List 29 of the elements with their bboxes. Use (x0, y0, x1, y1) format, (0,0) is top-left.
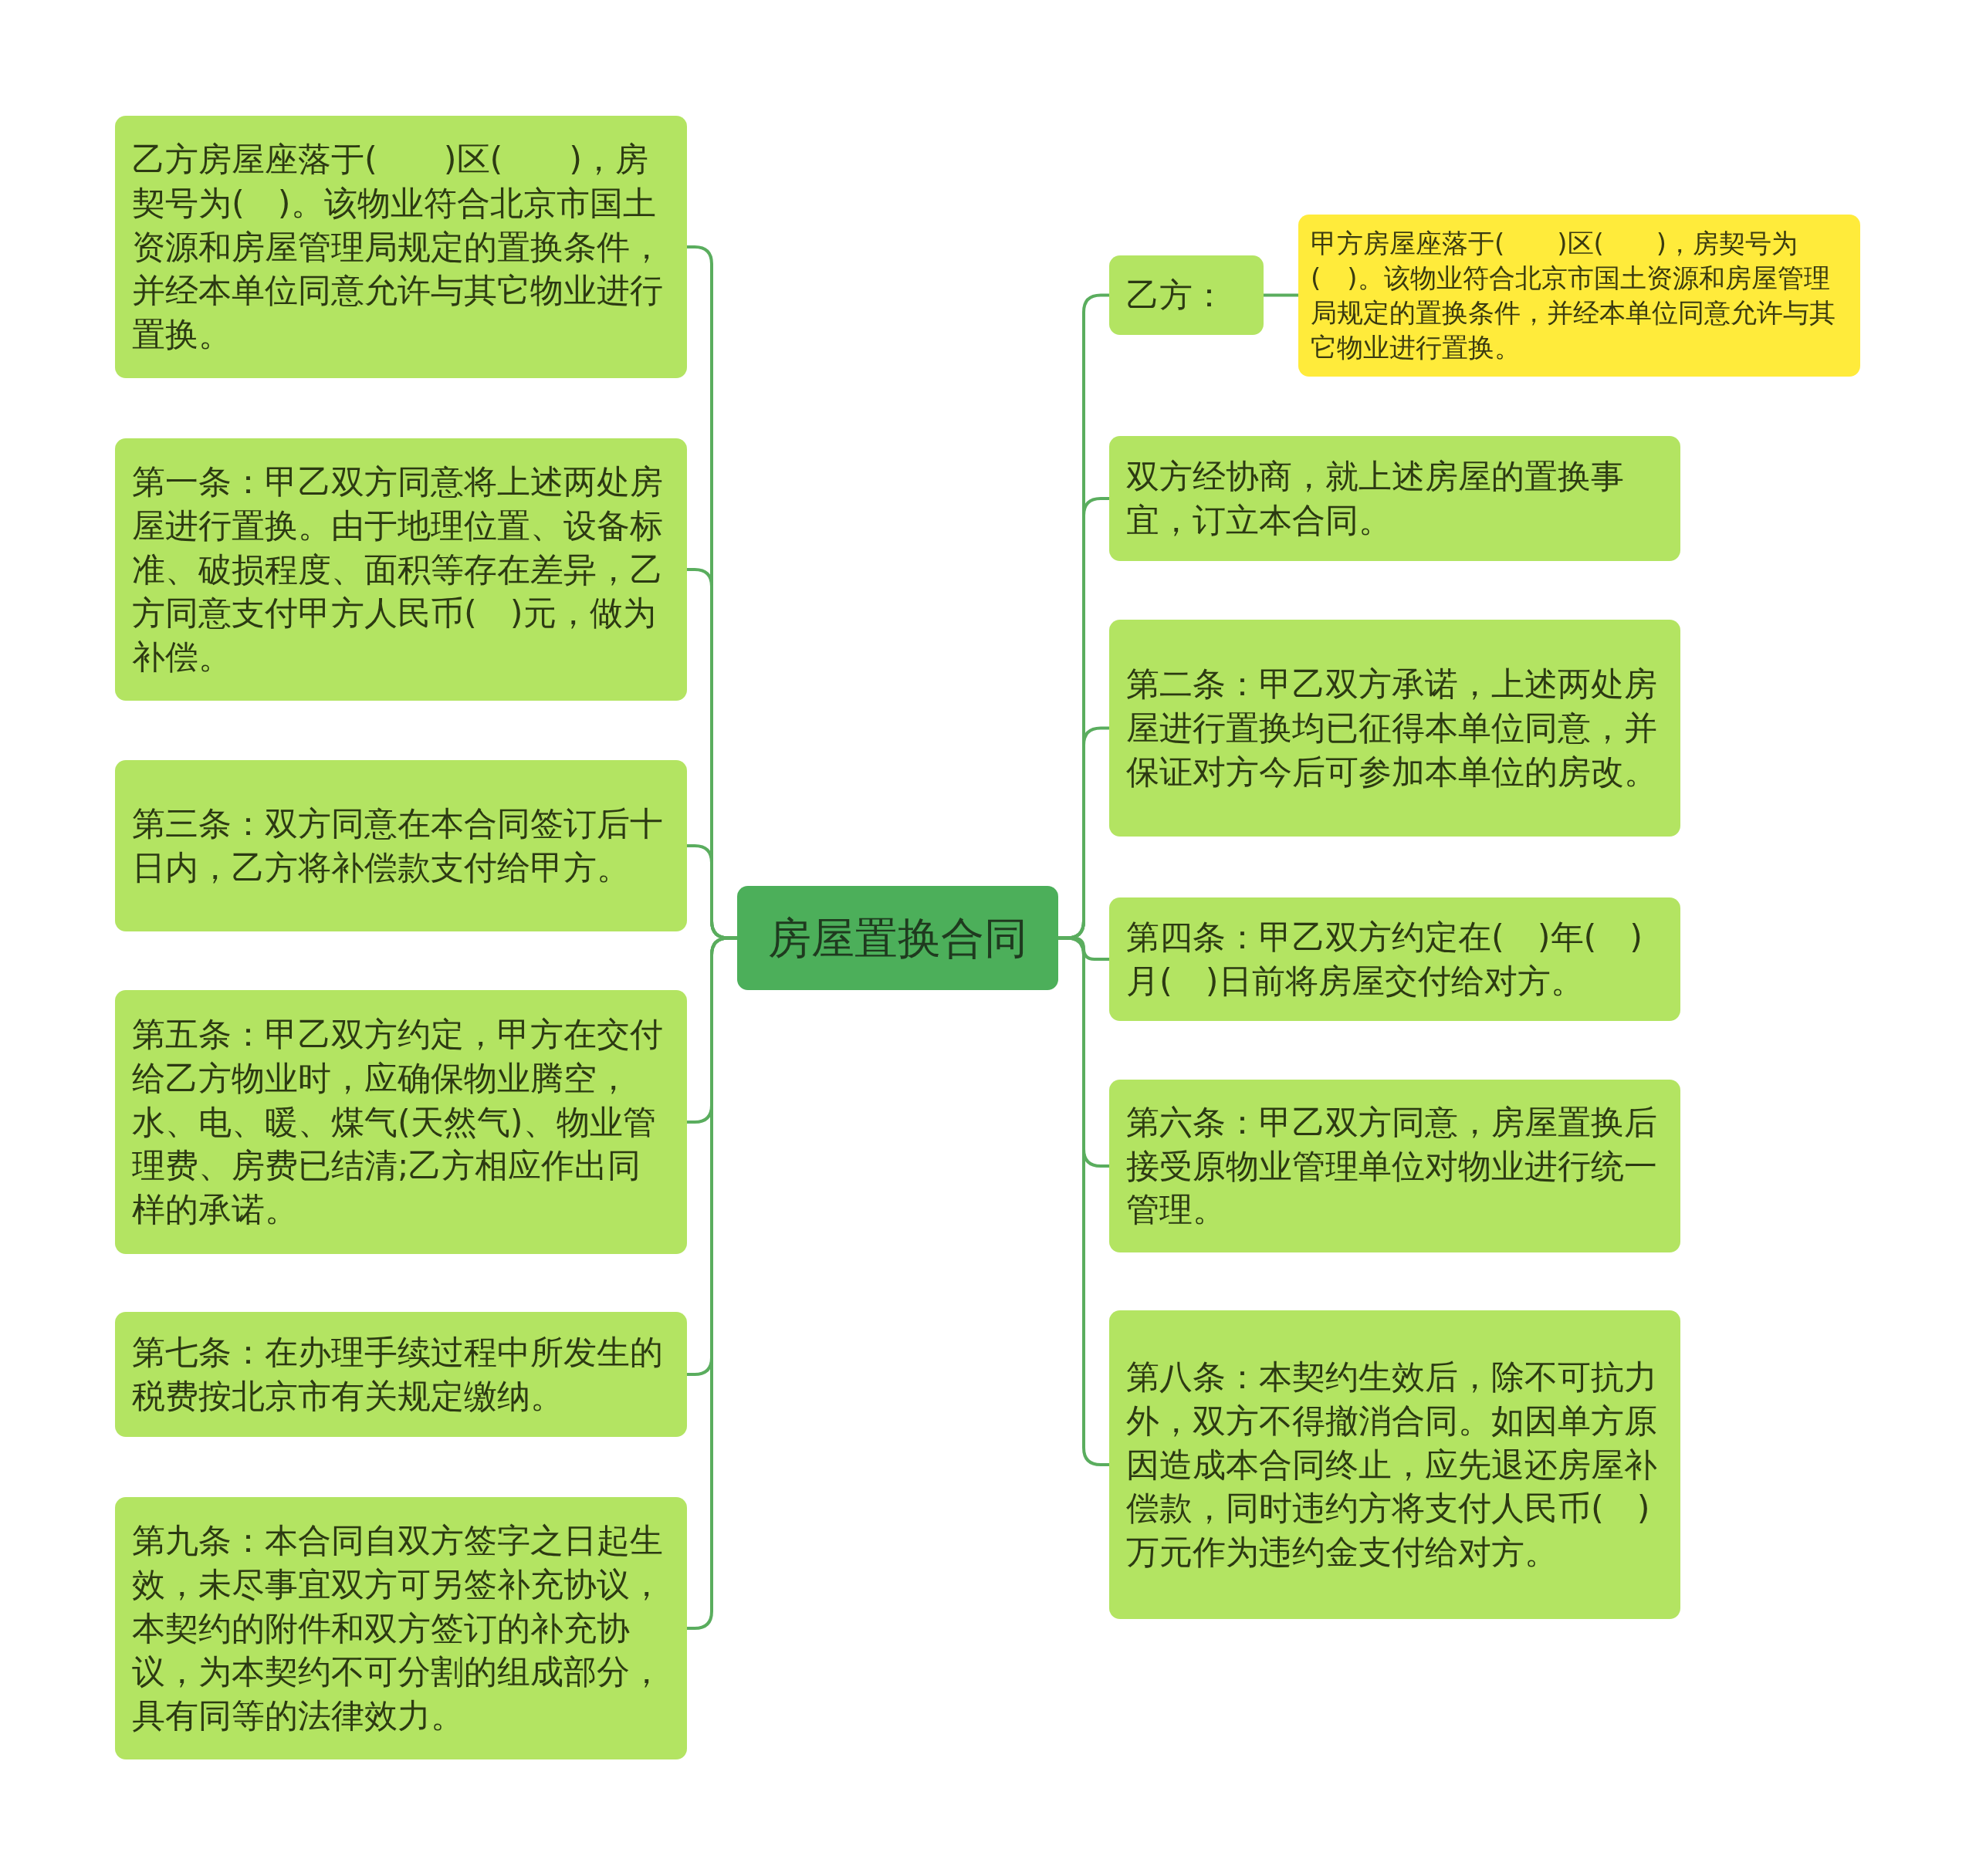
topic-box (115, 990, 687, 1254)
topic-box (115, 116, 687, 378)
topic-text: 乙方： (1126, 275, 1226, 316)
topic-box (1109, 255, 1264, 335)
topic-text: 第九条：本合同自双方签字之日起生效，未尽事宜双方可另签补充协议，本契约的附件和双方签订的补充协议，为本契约不可分割的组成部分，具有同等的法律效力。 (132, 1520, 664, 1737)
central-topic (737, 886, 1058, 990)
topic-text: 第三条：双方同意在本合同签订后十日内，乙方将补偿款支付给甲方。 (132, 803, 664, 888)
topic-box (115, 1312, 687, 1437)
topic-text: 第二条：甲乙双方承诺，上述两处房屋进行置换均已征得本单位同意，并保证对方今后可参加本单位的房改。 (1126, 664, 1658, 793)
topic-text: 甲方房屋座落于( )区( )，房契号为( )。该物业符合北京市国土资源和房屋管理局规定的置换条件，并经本单位同意允许与其它物业进行置换。 (1311, 227, 1836, 364)
topic-box (115, 438, 687, 701)
topic-text: 乙方房屋座落于( )区( )，房契号为( )。该物业符合北京市国土资源和房屋管理局规定的置换条件，并经本单位同意允许与其它物业进行置换。 (132, 139, 664, 356)
topic-text: 房屋置换合同 (768, 911, 1027, 965)
topic-text: 第四条：甲乙双方约定在( )年( )月( )日前将房屋交付给对方。 (1126, 917, 1644, 1002)
topic-box (115, 760, 687, 931)
topic-box (1109, 897, 1680, 1021)
note-box (1298, 215, 1860, 377)
topic-text: 第七条：在办理手续过程中所发生的税费按北京市有关规定缴纳。 (132, 1332, 664, 1417)
topic-box (1109, 1080, 1680, 1252)
connector-line (1264, 293, 1298, 297)
topic-text: 双方经协商，就上述房屋的置换事宜，订立本合同。 (1126, 456, 1625, 541)
topic-box (1109, 1310, 1680, 1619)
topic-text: 第一条：甲乙双方同意将上述两处房屋进行置换。由于地理位置、设备标准、破损程度、面积等存在差异，乙方同意支付甲方人民币( )元，做为补偿。 (132, 461, 664, 678)
topic-box (1109, 436, 1680, 561)
topic-text: 第五条：甲乙双方约定，甲方在交付给乙方物业时，应确保物业腾空，水、电、暖、煤气(天然气)、物业管理费、房费已结清;乙方相应作出同样的承诺。 (132, 1014, 664, 1231)
topic-box (1109, 620, 1680, 837)
topic-text: 第六条：甲乙双方同意，房屋置换后接受原物业管理单位对物业进行统一管理。 (1126, 1101, 1658, 1231)
topic-text: 第八条：本契约生效后，除不可抗力外，双方不得撤消合同。如因单方原因造成本合同终止，应先退还房屋补偿款，同时违约方将支付人民币( )万元作为违约金支付给对方。 (1126, 1357, 1658, 1573)
topic-box (115, 1497, 687, 1759)
